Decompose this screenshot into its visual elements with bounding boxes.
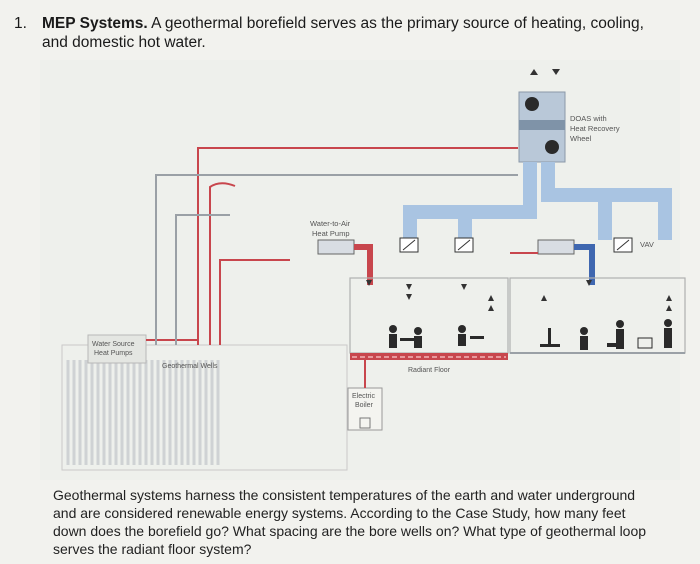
vav-box xyxy=(510,239,595,286)
supply-ductwork xyxy=(403,162,672,240)
doas-label-1: DOAS with xyxy=(570,114,607,123)
geothermal-wells-label: Geothermal Wells xyxy=(162,363,218,370)
water-source-label-2: Heat Pumps xyxy=(94,350,133,357)
water-source-heat-pump-box xyxy=(87,334,147,364)
radiant-floor xyxy=(350,352,685,360)
gray-return-piping xyxy=(155,174,518,345)
electric-boiler xyxy=(347,360,383,431)
water-to-air-label-2: Heat Pump xyxy=(312,229,350,238)
occupant-silhouettes xyxy=(389,319,672,350)
electric-boiler-label-2: Boiler xyxy=(355,402,374,409)
airflow-arrows xyxy=(406,284,672,311)
water-to-air-label-1: Water-to-Air xyxy=(310,219,351,228)
question-body: Geothermal systems harness the consisten… xyxy=(53,487,647,557)
doas-label-3: Wheel xyxy=(570,134,592,143)
question-intro-text: MEP Systems. A geothermal borefield serv… xyxy=(42,14,672,52)
radiant-floor-label: Radiant Floor xyxy=(408,367,451,374)
vav-label: VAV xyxy=(640,240,654,249)
question-number: 1. xyxy=(14,15,27,32)
electric-boiler-label-1: Electric xyxy=(352,393,375,400)
damper-symbols xyxy=(399,237,633,253)
question-title: MEP Systems. xyxy=(42,15,148,32)
doas-label-2: Heat Recovery xyxy=(570,124,620,133)
question-intro: A geothermal borefield serves as the pri… xyxy=(42,15,644,51)
doas-unit xyxy=(518,69,566,163)
geothermal-wells-field xyxy=(61,344,348,471)
water-source-label-1: Water Source xyxy=(92,341,135,348)
red-supply-piping xyxy=(146,147,518,345)
water-to-air-heat-pump xyxy=(317,239,373,286)
